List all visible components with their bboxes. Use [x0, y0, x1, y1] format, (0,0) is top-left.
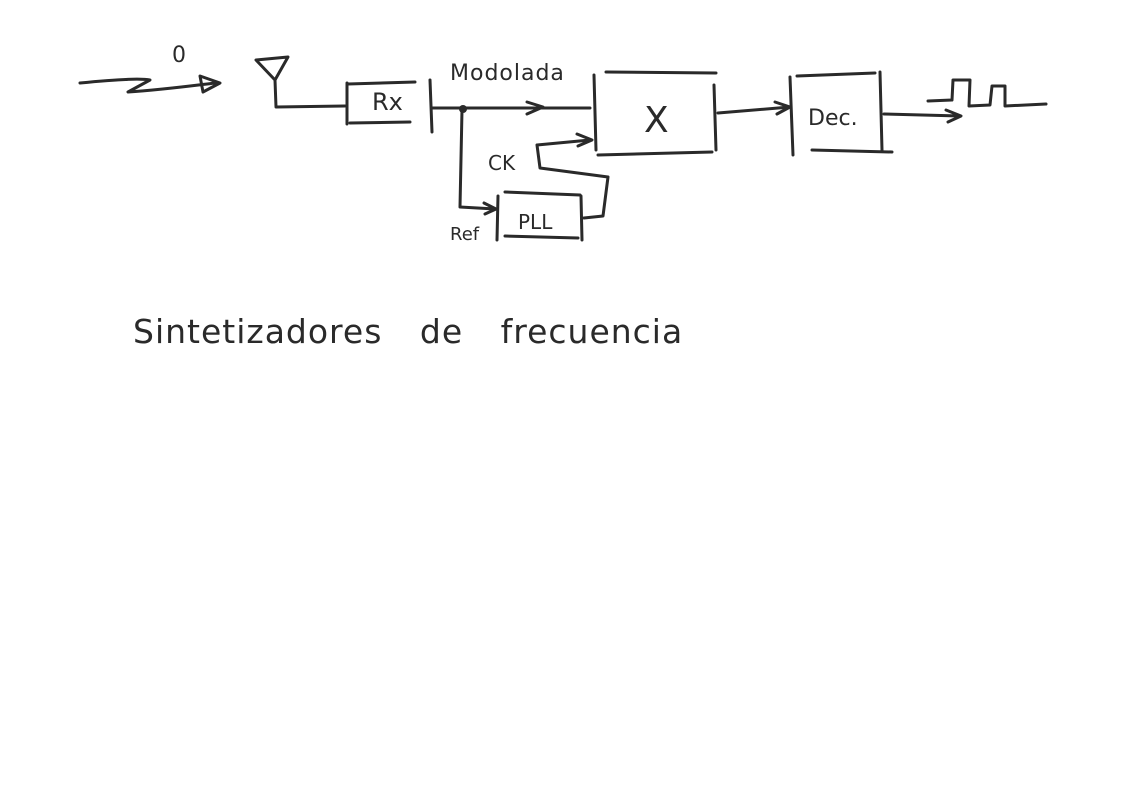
clock-line [535, 132, 610, 220]
reference-label: Ref [450, 224, 480, 245]
decoder-block [788, 70, 894, 157]
mixer-block [592, 70, 718, 157]
pll-block [495, 190, 584, 242]
page-heading: Sintetizadores de frecuencia [133, 312, 684, 351]
modulated-label: Modolada [450, 61, 565, 86]
pll-label: PLL [518, 210, 553, 234]
clock-label: CK [488, 151, 516, 175]
decoder-output-arrow [882, 108, 963, 124]
modulated-signal-line [430, 100, 592, 116]
incoming-wave-arrow [78, 74, 222, 94]
mixer-label: X [644, 100, 669, 141]
antenna-icon [254, 55, 347, 109]
rx-block [345, 78, 434, 134]
signal-label: 0 [172, 43, 186, 68]
rx-label: Rx [372, 88, 403, 116]
square-wave-icon [926, 78, 1048, 108]
mixer-output-arrow [716, 100, 792, 116]
decoder-label: Dec. [808, 106, 858, 131]
reference-line [458, 108, 498, 216]
